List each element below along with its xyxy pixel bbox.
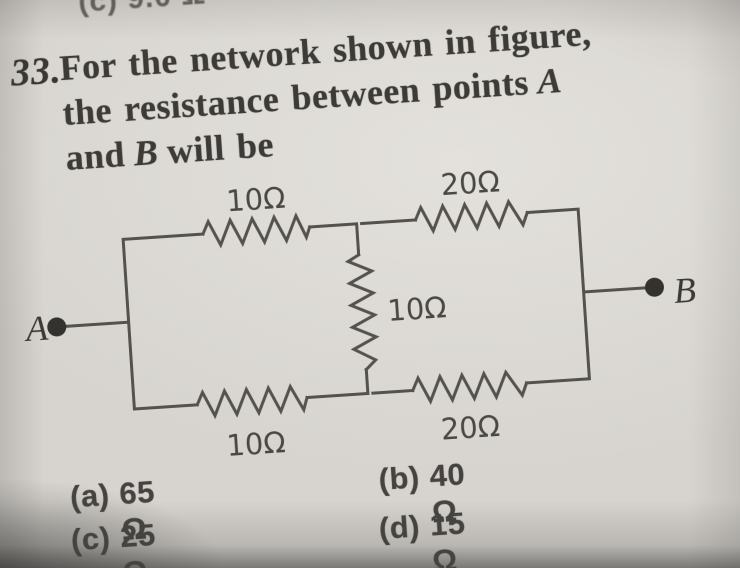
point-b-ref: B <box>132 131 160 174</box>
question-line3-pre: and <box>64 134 127 178</box>
terminal-a-dot <box>47 317 67 337</box>
option-c-label: (c) <box>69 519 112 558</box>
option-c-value: 25 Ω <box>119 516 157 568</box>
resistor-top-right-label: 20Ω <box>440 164 501 202</box>
option-d: (d) 15 Ω <box>378 505 469 568</box>
resistor-top-right-zigzag <box>413 198 530 235</box>
resistor-middle-zigzag <box>344 252 380 372</box>
resistor-bottom-left-label: 10Ω <box>225 425 286 463</box>
question-text: For the network shown in figure, the res… <box>58 3 725 181</box>
resistor-bottom-right-label: 20Ω <box>440 409 501 447</box>
terminal-b-dot <box>644 277 664 297</box>
point-a-ref: A <box>536 59 564 102</box>
option-d-value: 15 Ω <box>428 505 467 568</box>
circuit-wires <box>63 207 649 411</box>
previous-answer-fragment: (c) 9.0 Ω <box>77 0 207 20</box>
terminal-b-label: B <box>672 270 697 311</box>
resistor-middle-label: 10Ω <box>386 290 447 328</box>
question-line3-post: will be <box>165 124 275 172</box>
resistor-top-left-label: 10Ω <box>225 181 286 219</box>
option-c: (c) 25 Ω <box>70 517 159 568</box>
terminal-a-label: A <box>23 308 51 350</box>
resistor-bottom-left-zigzag <box>195 383 309 420</box>
resistor-top-left-zigzag <box>200 212 312 249</box>
resistor-network-diagram: A B 10Ω 20Ω 10Ω 10Ω 20Ω <box>23 164 698 463</box>
question-number: 33. <box>9 49 63 95</box>
resistor-bottom-right-zigzag <box>410 369 529 405</box>
option-d-label: (d) <box>377 508 422 547</box>
